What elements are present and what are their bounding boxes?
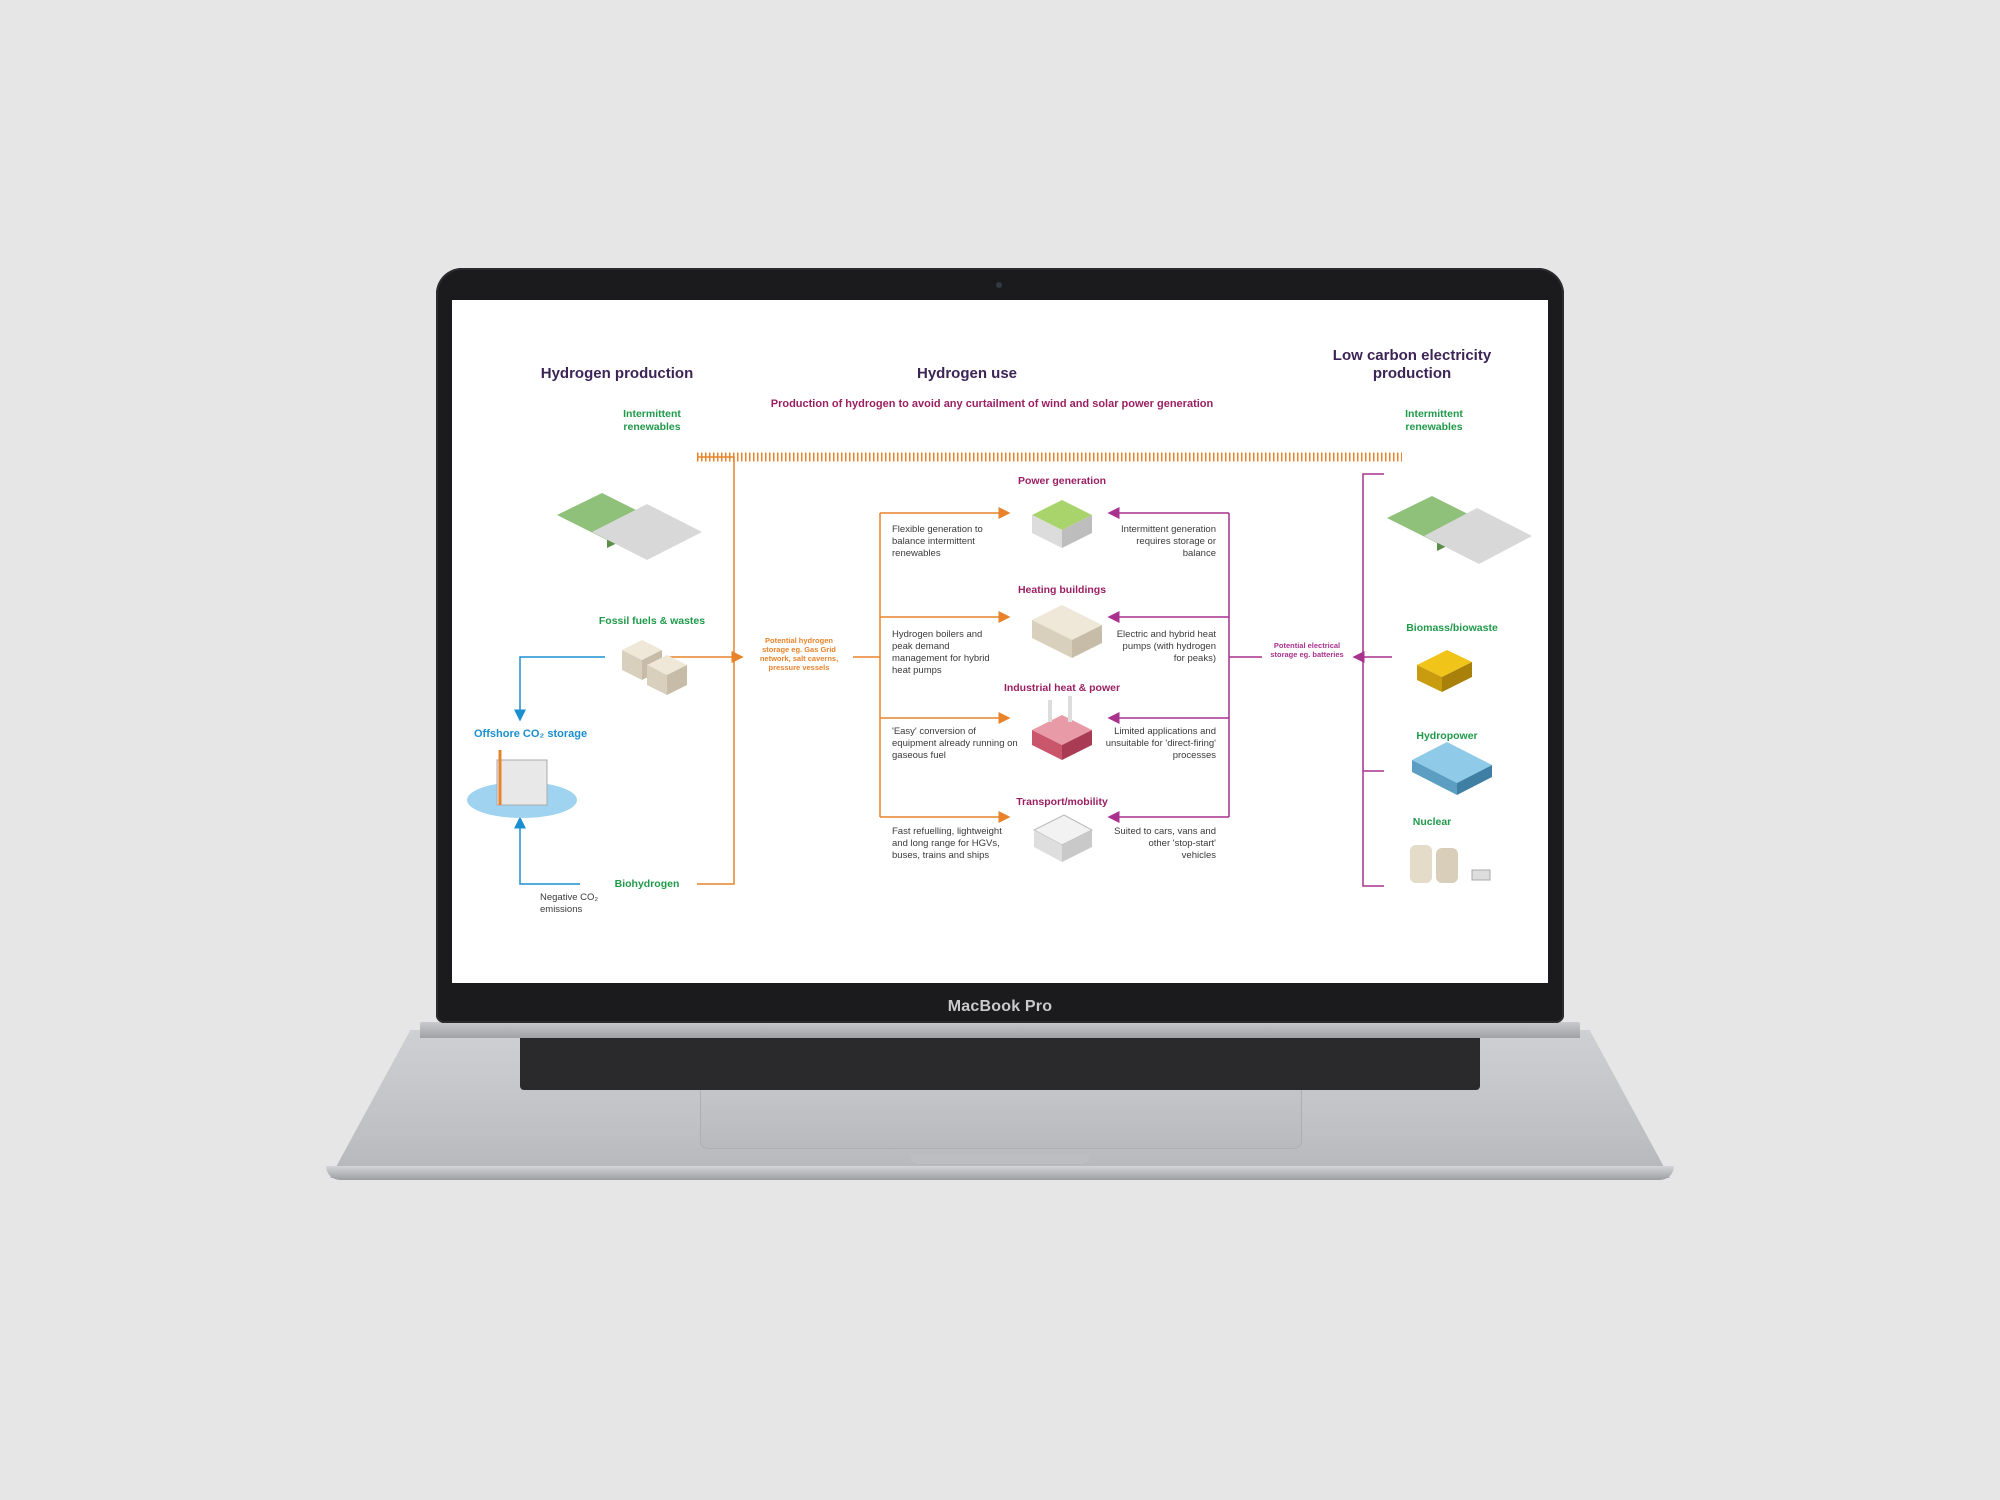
label-biomass: Biomass/biowaste xyxy=(1406,622,1498,634)
fossil-fuels-illustration xyxy=(622,640,687,695)
truck-illustration xyxy=(1032,814,1094,862)
electrical-storage-note: Potential electrical storage eg. batteri… xyxy=(1270,641,1344,659)
header-low-carbon-electricity: Low carbon electricity production xyxy=(1332,347,1492,382)
label-intermittent-right: Intermittent renewables xyxy=(1405,408,1463,433)
use-right-industrial: Limited applications and unsuitable for … xyxy=(1105,726,1216,761)
buildings-illustration xyxy=(1032,605,1102,658)
use-left-transport: Fast refuelling, lightweight and long ra… xyxy=(892,826,1002,861)
use-left-power: Flexible generation to balance intermitt… xyxy=(892,524,983,559)
laptop-front-edge xyxy=(326,1166,1674,1180)
use-left-industrial: 'Easy' conversion of equipment already r… xyxy=(892,726,1018,761)
trackpad[interactable] xyxy=(700,1090,1302,1149)
bulldozer-illustration xyxy=(1417,650,1472,692)
nuclear-illustration xyxy=(1410,845,1491,883)
flow-connectors xyxy=(467,452,1532,887)
use-title-heating: Heating buildings xyxy=(1017,584,1107,596)
screen: Hydrogen production Hydrogen use Low car… xyxy=(452,300,1548,983)
hydrogen-storage-note: Potential hydrogen storage eg. Gas Grid … xyxy=(759,636,839,672)
label-negative-co2: Negative CO₂ emissions xyxy=(540,892,599,915)
banner-text: Production of hydrogen to avoid any curt… xyxy=(770,398,1214,410)
label-fossil-fuels: Fossil fuels & wastes xyxy=(598,615,706,627)
header-hydrogen-use: Hydrogen use xyxy=(916,365,1018,382)
wind-solar-illustration-right xyxy=(1387,496,1532,564)
label-nuclear: Nuclear xyxy=(1412,816,1452,828)
label-offshore-co2: Offshore CO₂ storage xyxy=(474,728,588,740)
label-biohydrogen: Biohydrogen xyxy=(614,878,680,890)
label-intermittent-left: Intermittent renewables xyxy=(623,408,681,433)
camera-icon xyxy=(996,282,1002,288)
use-title-industrial: Industrial heat & power xyxy=(1003,682,1121,694)
lid-notch xyxy=(910,1154,1090,1164)
header-hydrogen-production: Hydrogen production xyxy=(540,365,694,382)
hydropower-illustration xyxy=(1412,742,1492,795)
power-plant-illustration xyxy=(1032,500,1092,548)
hinge xyxy=(420,1022,1580,1038)
brand-label: MacBook Pro xyxy=(947,998,1053,1015)
industrial-illustration xyxy=(1032,696,1092,760)
use-right-power: Intermittent generation requires storage… xyxy=(1120,524,1216,559)
use-right-transport: Suited to cars, vans and other 'stop-sta… xyxy=(1114,826,1216,861)
use-title-transport: Transport/mobility xyxy=(1016,796,1108,808)
keyboard xyxy=(520,1032,1480,1090)
offshore-co2-illustration xyxy=(467,750,577,818)
use-left-heating: Hydrogen boilers and peak demand managem… xyxy=(892,629,990,676)
use-right-heating: Electric and hybrid heat pumps (with hyd… xyxy=(1116,629,1216,664)
wind-solar-illustration-left xyxy=(557,470,702,560)
label-hydropower: Hydropower xyxy=(1416,730,1478,742)
use-title-power: Power generation xyxy=(1017,475,1107,487)
